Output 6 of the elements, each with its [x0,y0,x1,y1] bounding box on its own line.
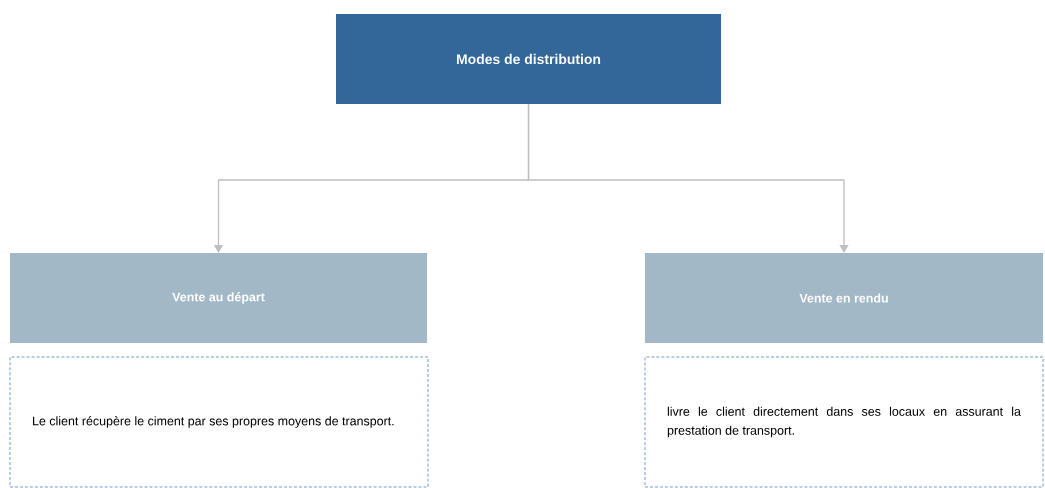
category-box: Vente en rendu [645,253,1043,343]
category-box: Vente au départ [10,253,427,343]
description-box: livre le client directement dans ses locaux en assurant la prestation de transport. [644,356,1044,488]
connector-arrow [527,103,849,253]
description-box: Le client récupère le ciment par ses propres moyens de transport. [9,356,429,488]
title-box: Modes de distribution [336,14,721,104]
